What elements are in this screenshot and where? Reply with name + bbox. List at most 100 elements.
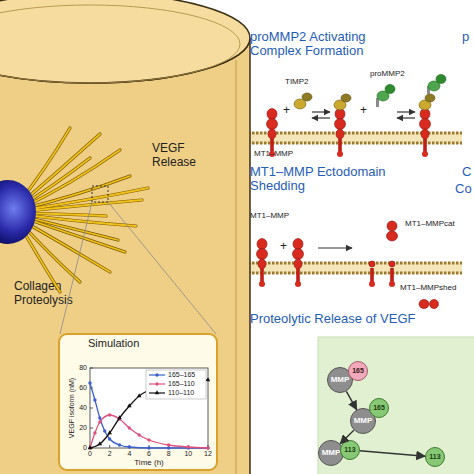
- data-marker: [88, 381, 91, 384]
- zoom-line: [60, 202, 216, 334]
- plot-area: [90, 368, 208, 448]
- prommp2-protein: [376, 75, 446, 108]
- reaction-arrow: [312, 117, 330, 118]
- panel-title: MT1–MMP Ectodomain Shedding: [250, 165, 400, 194]
- data-marker: [167, 443, 170, 446]
- mt1-mmp-protein: [387, 221, 397, 231]
- vegf-isoform: 113: [340, 440, 360, 460]
- membrane-bilayer: [248, 132, 462, 274]
- axis-tick: [90, 408, 93, 409]
- mt1-mmp-protein: [257, 109, 439, 309]
- membrane-bilayer: [248, 262, 462, 274]
- axis-tick: [90, 368, 93, 369]
- data-marker: [137, 393, 142, 397]
- membrane-bilayer: [248, 132, 462, 135]
- data-marker: [128, 445, 131, 448]
- tick-label: 0: [83, 444, 87, 452]
- data-marker: [206, 446, 209, 449]
- data-marker: [147, 446, 150, 449]
- reaction-arrow: [346, 391, 356, 409]
- vegf-isoform-shape: [426, 448, 445, 467]
- plus-sign: +: [360, 104, 367, 117]
- reaction-panel: [318, 337, 474, 474]
- protein-name: proMMP2: [370, 70, 405, 79]
- prommp2-protein: [385, 85, 395, 94]
- data-marker: [117, 415, 122, 419]
- data-marker: [187, 446, 190, 449]
- membrane-bilayer: [248, 132, 462, 144]
- panel-title: C: [462, 165, 471, 179]
- legend-label: 165–165: [168, 371, 195, 379]
- data-series: [90, 383, 208, 448]
- tick-label: 60: [79, 384, 87, 392]
- protein-name: MT1–MMP: [254, 150, 293, 159]
- data-marker: [137, 433, 140, 436]
- panel-title: proMMP2 Activating Complex Formation: [250, 30, 400, 59]
- tick-label: 80: [79, 364, 87, 372]
- data-marker: [108, 413, 111, 416]
- vessel-cylinder-shape: [0, 0, 250, 83]
- data-marker: [98, 441, 103, 445]
- data-series: [90, 415, 208, 448]
- vegf-isoform-shape: [341, 441, 360, 460]
- membrane-bilayer: [248, 262, 462, 265]
- mt1-mmp-protein: [420, 109, 431, 158]
- panel-title: Co: [455, 182, 472, 196]
- data-marker: [98, 416, 101, 419]
- vegf-isoform: 113: [425, 447, 445, 467]
- legend-label: 110–110: [168, 389, 194, 397]
- axis-tick: [109, 445, 110, 448]
- mt1-mmp-protein: [369, 261, 375, 287]
- vessel-cylinder-shape: [0, 5, 240, 83]
- tick-label: 4: [127, 450, 131, 458]
- tick-label: 20: [79, 424, 87, 432]
- line-chart: [88, 368, 211, 450]
- data-marker: [128, 426, 131, 429]
- node-label: 113: [425, 447, 445, 467]
- reaction-arrow: [312, 111, 330, 112]
- tick-label: 0: [88, 450, 92, 458]
- zoom-line: [108, 202, 216, 334]
- membrane-bilayer: [248, 272, 462, 275]
- tick-label: 2: [108, 450, 112, 458]
- membrane-bilayer: [248, 142, 462, 145]
- reaction-arrow: [397, 117, 415, 118]
- data-marker: [147, 438, 150, 441]
- vegf-isoform: 165: [369, 398, 389, 418]
- data-marker: [127, 403, 132, 407]
- mmp-enzyme-shape: [319, 441, 344, 466]
- legend-label: 165–110: [168, 380, 195, 388]
- tick-label: 10: [184, 450, 192, 458]
- reaction-arrow: [397, 111, 415, 112]
- node-label: 113: [340, 440, 360, 460]
- axis-title: Time (h): [134, 459, 163, 468]
- protein-name: MT1–MMP: [250, 212, 289, 221]
- reaction-arrow: [360, 451, 425, 456]
- region-label: VEGF Release: [152, 142, 214, 170]
- timp2-protein: [341, 94, 351, 102]
- tick-label: 12: [204, 450, 212, 458]
- tick-label: 40: [79, 404, 87, 412]
- data-marker: [103, 429, 106, 432]
- panel-title: p: [462, 30, 469, 44]
- capillary-sprout: [18, 128, 148, 292]
- plus-sign: +: [283, 104, 290, 117]
- protein-name: TIMP2: [285, 78, 309, 87]
- reaction-arrow: [340, 430, 354, 444]
- data-marker: [107, 430, 112, 434]
- mt1-mmp-protein: [335, 109, 346, 158]
- data-marker: [108, 437, 111, 440]
- capillary-sprout: [18, 188, 148, 211]
- legend-sample: [155, 390, 160, 394]
- data-marker: [93, 398, 96, 401]
- vessel-cylinder-shape: [0, 38, 250, 474]
- legend-sample: [155, 373, 158, 376]
- tick-label: 6: [147, 450, 151, 458]
- panel-title: Proteolytic Release of VEGF: [250, 312, 415, 326]
- data-marker: [88, 446, 91, 449]
- zoom-line: [60, 202, 92, 334]
- mt1-mmp-protein: [257, 239, 268, 288]
- data-marker: [167, 446, 170, 449]
- node-label: MMP: [318, 440, 344, 466]
- data-marker: [93, 431, 96, 434]
